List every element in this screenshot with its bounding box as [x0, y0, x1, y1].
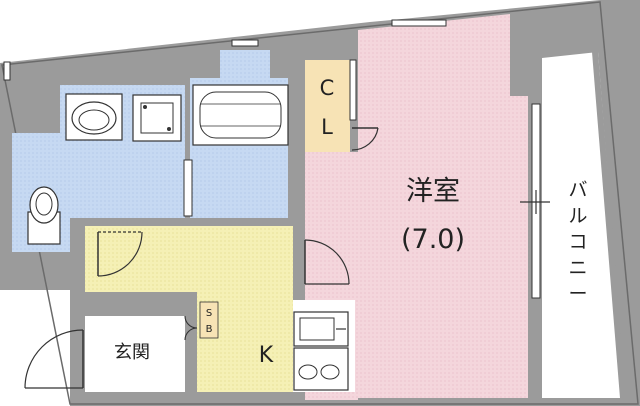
bathtub-icon: [192, 84, 289, 146]
window-left: [3, 61, 11, 81]
kitchen-label: K: [259, 343, 274, 368]
stove-icon: [293, 347, 349, 391]
closet-partition-mark: [349, 59, 357, 121]
washing-machine-pan-icon: [132, 94, 182, 142]
balcony-char: ー: [568, 283, 587, 305]
closet-floor: [305, 60, 350, 152]
closet-label-line1: C: [320, 76, 335, 100]
western-room-lower: [358, 152, 528, 398]
window-top-left: [231, 39, 259, 47]
kitchen-sink-icon: [293, 311, 349, 347]
balcony-label: バ ル コ ニ ー: [568, 179, 587, 305]
entrance-label: 玄関: [114, 342, 150, 363]
wet-area-door: [97, 231, 143, 277]
balcony-char: ニ: [568, 257, 587, 279]
closet-door: [351, 127, 379, 151]
balcony-char: コ: [568, 231, 587, 253]
toilet-icon: [27, 186, 61, 245]
window-top-right: [391, 19, 447, 27]
bath-partition-mark: [183, 159, 193, 217]
hall-floor: [85, 226, 293, 292]
balcony-rail: [592, 52, 626, 398]
balcony-char: ル: [568, 205, 587, 227]
window-bay: [220, 50, 270, 80]
washbasin-icon: [65, 93, 123, 141]
closet-label: C L: [320, 76, 335, 139]
corridor-floor: [245, 292, 293, 392]
entrance-door: [24, 329, 84, 389]
western-room-label: 洋室: [406, 176, 460, 207]
western-room-size: (7.0): [401, 224, 465, 255]
shoe-box-label: S B: [199, 301, 219, 339]
entrance-floor: [85, 316, 185, 392]
shoe-box-label-line2: B: [206, 324, 213, 335]
balcony-char: バ: [568, 179, 587, 201]
shoe-box-label-line1: S: [206, 308, 212, 319]
shoe-box-door: [184, 315, 198, 341]
western-room-door: [304, 239, 350, 285]
closet-label-line2: L: [321, 115, 333, 139]
